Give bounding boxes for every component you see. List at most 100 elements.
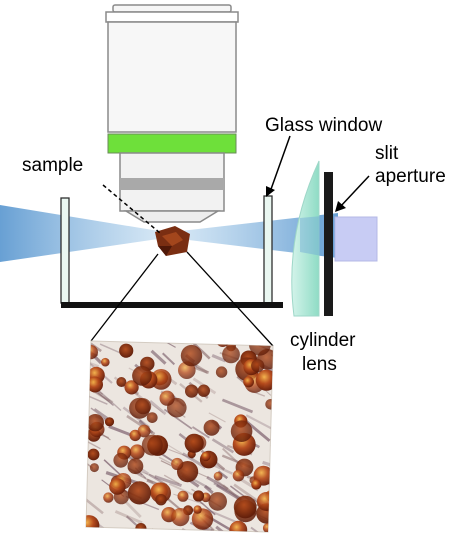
sample-leader-line [102,184,161,234]
volume-blob [86,414,105,432]
volume-streak [221,398,254,414]
volume-streak [133,471,154,484]
volume-streak [168,482,195,496]
volume-streak [214,478,244,502]
volume-blob [101,357,110,367]
sample-cube-icon [155,226,190,256]
slit-aperture-arrow [335,175,370,212]
volume-blob [159,390,175,406]
volume-blob [197,384,210,397]
volume-blob [155,494,167,506]
volume-streak [176,534,186,540]
volume-streak [279,342,290,348]
volume-blob [193,505,202,514]
volume-blob [109,478,126,495]
volume-streak [191,341,211,360]
zoom-line-left [90,253,159,342]
volume-streak [165,443,184,455]
volume-streak [266,535,287,545]
volume-streak [108,425,134,437]
volume-blob [132,365,152,386]
volume-blob [104,417,115,427]
volume-streak [150,528,174,532]
label-sample: sample [22,155,84,176]
glass-window-arrow [266,135,291,197]
volume-blob [89,463,99,473]
volume-blob [113,452,129,468]
microscope-objective-icon [105,4,239,223]
volume-blob [222,345,240,364]
volume-blob [243,376,255,388]
volume-streak [97,392,114,407]
volume-streak [270,487,273,498]
volume-blob [185,384,199,398]
volume-streak [114,510,143,525]
slit-aperture-icon [324,172,333,316]
volume-streak [162,352,176,366]
volume-blob [129,444,145,460]
volume-streak [86,437,101,450]
volume-blob [213,471,223,481]
volume-blob [256,492,273,511]
label-slit: slit [375,143,399,164]
volume-streak [182,452,207,469]
volume-blob [87,376,103,393]
volume-streak [262,460,273,475]
label-aperture: aperture [375,166,446,187]
volume-blob [203,419,220,436]
volume-streak [279,420,300,437]
volume-blob [229,520,248,532]
volume-blob [180,344,203,367]
volume-blob [208,492,227,511]
volume-blob [262,523,273,532]
volume-streak [211,438,235,454]
volume-blob [184,433,204,453]
label-cylinder: cylinder [290,330,356,351]
volume-streak [192,426,210,439]
volume-blob [86,345,99,360]
volume-streak [203,484,214,495]
volume-blob [137,424,151,438]
volume-streak [90,407,107,420]
volume-streak [154,475,182,488]
volume-blob [201,451,211,462]
volume-blob [230,420,253,443]
volume-streak [250,526,273,532]
volume-blob [171,457,184,471]
volume-blob [87,448,100,461]
volume-blob [251,359,265,373]
cylinder-lens-icon [291,160,320,317]
volume-streak [211,353,227,363]
volume-streak [270,443,273,462]
volume-blob [251,479,262,490]
volume-streak [270,354,273,365]
volume-blob [135,398,152,415]
volume-blob [192,490,205,502]
volume-blob [103,492,114,503]
volume-streak [193,365,210,375]
volume-blob [233,495,257,519]
volume-blob [268,525,273,532]
volume-blob [215,366,228,378]
volume-streak [245,414,273,431]
volume-streak [216,484,242,502]
volume-streak [150,403,164,414]
volume-blob [265,399,273,410]
volume-streak [266,466,273,490]
volume-blob [177,490,189,502]
label-glass-window: Glass window [265,115,383,136]
volume-streak [160,460,172,467]
volume-streak [206,476,229,491]
volume-blob [86,515,100,532]
volume-blob [127,481,152,505]
volume-streak [149,400,167,416]
left-glass-window [60,197,70,304]
volume-rendering-image [85,340,300,545]
right-glass-window [263,195,273,305]
volume-blob [171,507,190,527]
volume-blob [141,434,163,456]
volume-streak [150,349,167,365]
volume-blob [255,369,273,391]
